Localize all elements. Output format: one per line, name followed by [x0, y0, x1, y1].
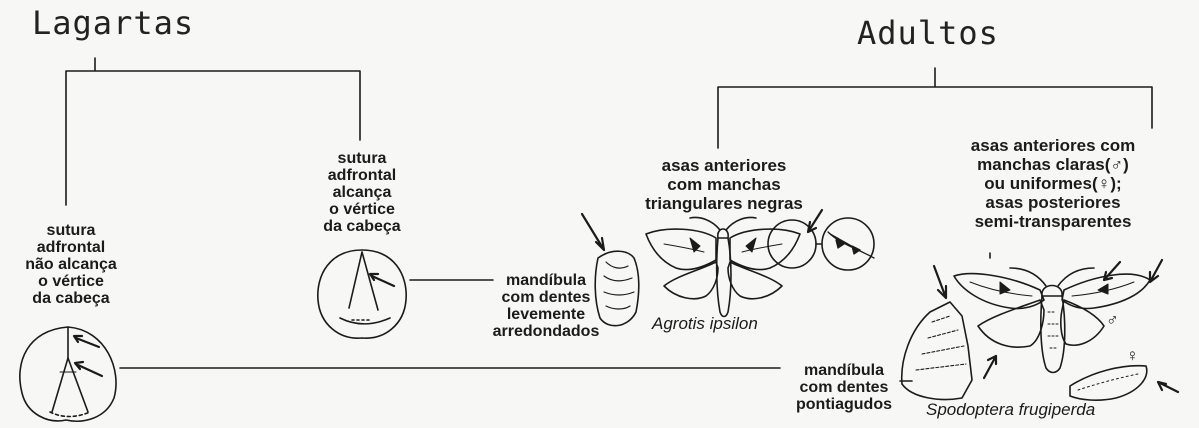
species-agrotis: Agrotis ipsilon — [652, 314, 758, 334]
male-symbol: ♂ — [1106, 310, 1119, 330]
label-mandible-pointed: mandíbula com dentes pontiagudos — [778, 362, 910, 413]
spodoptera-female-wing — [1070, 366, 1178, 400]
species-spodoptera: Spodoptera frugiperda — [926, 400, 1095, 420]
agrotis-moth — [646, 210, 874, 317]
label-suture-reaching: sutura adfrontal alcança o vértice da ca… — [298, 150, 426, 235]
female-symbol: ♀ — [1126, 346, 1139, 366]
label-spodoptera-wings: asas anteriores com manchas claras(♂) ou… — [944, 136, 1162, 231]
heading-adults: Adultos — [857, 14, 999, 52]
label-mandible-rounded: mandíbula com dentes levemente arredonda… — [478, 272, 614, 340]
heading-larvae: Lagartas — [32, 4, 194, 42]
larva-head-middle — [318, 250, 406, 338]
larva-head-left — [20, 327, 116, 421]
label-suture-not-reaching: sutura adfrontal não alcança o vértice d… — [10, 222, 132, 307]
label-agrotis-wings: asas anteriores com manchas triangulares… — [624, 156, 824, 213]
